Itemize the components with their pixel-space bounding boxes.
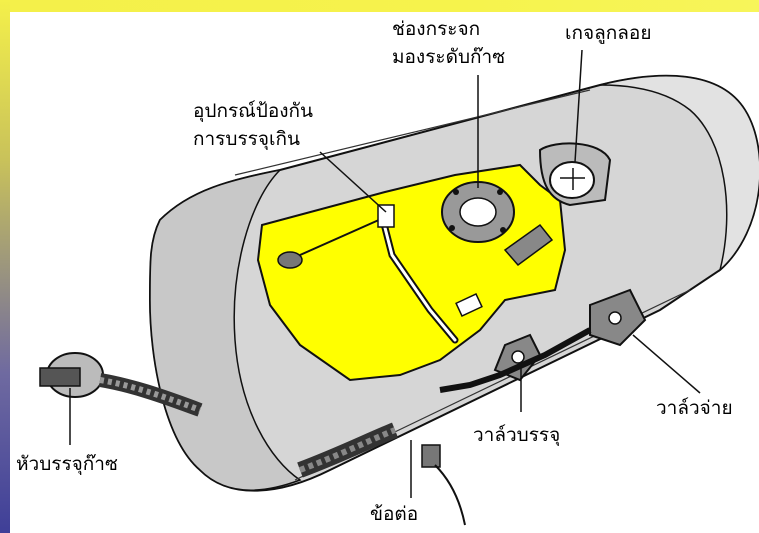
connector-label: ข้อต่อ [370, 502, 418, 526]
sight-glass-fitting [442, 182, 514, 242]
discharge-valve-label: วาล์วจ่าย [656, 396, 733, 420]
sight-glass-label-line2: มองระดับก๊าซ [392, 45, 505, 69]
connector-fitting [422, 445, 465, 525]
filler-head-label: หัวบรรจุก๊าซ [16, 452, 118, 476]
overfill-device-label-line1: อุปกรณ์ป้องกัน [193, 99, 313, 123]
overfill-device-label-line2: การบรรจุเกิน [193, 127, 300, 151]
fill-valve-label: วาล์วบรรจุ [473, 423, 560, 447]
float-gauge-label: เกจลูกลอย [565, 21, 651, 45]
sight-glass-label-line1: ช่องกระจก [392, 17, 480, 41]
